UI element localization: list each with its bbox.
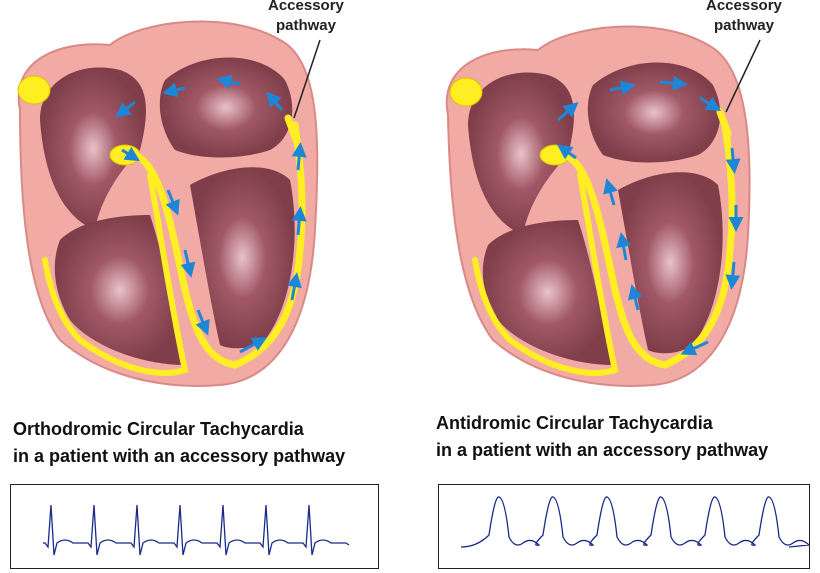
right-ventricle-chamber [54, 215, 185, 365]
caption-antidromic: Antidromic Circular Tachycardia in a pat… [436, 413, 769, 460]
left-ventricle-chamber [190, 167, 295, 349]
accessory-pathway-pointer [293, 39, 321, 119]
caption-orthodromic: Orthodromic Circular Tachycardia in a pa… [13, 419, 346, 466]
ecg-strip-orthodromic [10, 484, 379, 569]
accessory-pathway-label: Accessory pathway [268, 0, 344, 34]
heart-diagram-antidromic [445, 25, 761, 387]
antidromic-panel: Accessory pathway Antidromic Circular Ta… [410, 0, 820, 573]
left-atrium-chamber [159, 57, 293, 158]
accessory-pathway-segment [716, 108, 732, 138]
left-atrium-chamber [587, 62, 721, 163]
heart-diagram-orthodromic [17, 20, 321, 387]
sa-node [449, 77, 483, 107]
bundle-of-his [561, 121, 736, 369]
accessory-pathway-pointer [725, 39, 761, 113]
sa-node [17, 75, 51, 105]
right-bundle-branch [472, 172, 619, 376]
left-ventricle-chamber [618, 172, 723, 354]
accessory-pathway-segment [284, 114, 300, 144]
ecg-trace-narrow [43, 504, 350, 556]
arrow-icon [557, 75, 744, 356]
ecg-trace-wide [460, 496, 809, 548]
arrow-icon [115, 74, 307, 354]
right-bundle-branch [42, 172, 189, 376]
right-atrium-chamber [468, 72, 574, 235]
orthodromic-panel: Accessory pathway Orthodromic Circular T… [10, 0, 379, 569]
ecg-strip-antidromic [438, 484, 810, 569]
accessory-pathway-label: Accessory pathway [706, 0, 782, 34]
right-ventricle-chamber [482, 220, 613, 365]
